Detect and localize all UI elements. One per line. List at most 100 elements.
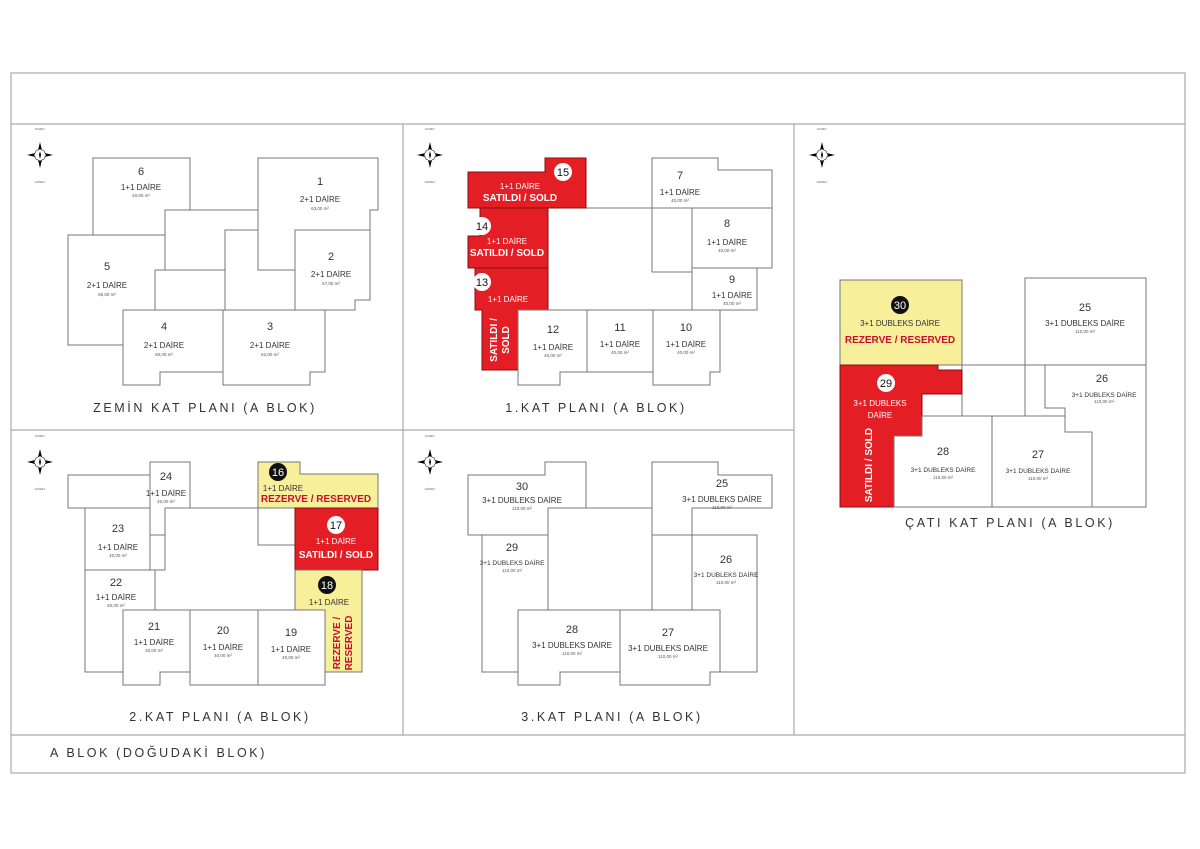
panel-2-kat: KUZEY GÜNEY 24 1+1 DAİRE 40,00 m² 16 1+1… bbox=[24, 434, 379, 724]
unit-number-badge bbox=[473, 273, 491, 291]
unit-area: 40,00 m² bbox=[145, 648, 163, 653]
unit-2[interactable]: 2 2+1 DAİRE 67,00 m² bbox=[294, 229, 371, 311]
unit-type: 1+1 DAİRE bbox=[600, 340, 640, 349]
unit-27[interactable]: 27 3+1 DUBLEKS DAİRE 110,00 m² bbox=[619, 609, 721, 686]
compass-south-label: GÜNEY bbox=[817, 180, 828, 184]
unit-number: 7 bbox=[677, 170, 683, 182]
compass-rose-icon bbox=[414, 446, 446, 478]
unit-17[interactable]: 17 1+1 DAİRE SATILDI / SOLD bbox=[294, 507, 379, 571]
unit-area: 110,00 m² bbox=[716, 580, 736, 585]
unit-number: 3 bbox=[267, 321, 273, 333]
unit-area: 40,00 m² bbox=[718, 248, 736, 253]
compass-south-label: GÜNEY bbox=[425, 180, 436, 184]
unit-number: 13 bbox=[476, 277, 488, 289]
unit-area: 40,00 m² bbox=[544, 353, 562, 358]
unit-number: 17 bbox=[330, 520, 342, 532]
unit-30[interactable]: 30 3+1 DUBLEKS DAİRE REZERVE / RESERVED bbox=[839, 279, 963, 366]
unit-15[interactable]: 15 1+1 DAİRE SATILDI / SOLD bbox=[467, 157, 587, 209]
unit-type: 3+1 DUBLEKS DAİRE bbox=[480, 558, 546, 567]
unit-number-badge bbox=[327, 516, 345, 534]
unit-3[interactable]: 3 2+1 DAİRE 62,00 m² bbox=[222, 309, 326, 386]
unit-12[interactable]: 12 1+1 DAİRE 40,00 m² bbox=[517, 309, 588, 386]
compass-north-label: KUZEY bbox=[35, 127, 45, 131]
unit-number-badge bbox=[318, 576, 336, 594]
unit-25[interactable]: 25 3+1 DUBLEKS DAİRE 110,00 m² bbox=[651, 461, 773, 536]
unit-number: 2 bbox=[328, 251, 334, 263]
unit-type: 1+1 DAİRE bbox=[500, 182, 540, 191]
status-label: SATILDI / bbox=[489, 318, 500, 362]
unit-type: 1+1 DAİRE bbox=[316, 537, 356, 546]
status-label: SOLD bbox=[501, 326, 512, 354]
unit-number-badge bbox=[269, 463, 287, 481]
unit-area: 40,00 m² bbox=[723, 301, 741, 306]
panel-title: 1.KAT PLANI (A BLOK) bbox=[505, 401, 686, 415]
unit-area: 40,00 m² bbox=[109, 553, 127, 558]
unit-number: 10 bbox=[680, 322, 692, 334]
unit-area: 110,00 m² bbox=[1075, 329, 1095, 334]
unit-28[interactable]: 28 3+1 DUBLEKS DAİRE 110,00 m² bbox=[517, 609, 621, 686]
unit-25[interactable]: 25 3+1 DUBLEKS DAİRE 110,00 m² bbox=[1024, 277, 1147, 366]
unit-14[interactable]: 14 1+1 DAİRE SATILDI / SOLD bbox=[467, 207, 549, 269]
unit-type: 1+1 DAİRE bbox=[666, 340, 706, 349]
unit-27[interactable]: 27 3+1 DUBLEKS DAİRE 110,00 m² bbox=[991, 415, 1093, 508]
unit-23[interactable]: 23 1+1 DAİRE 40,00 m² bbox=[84, 507, 151, 571]
compass-south-label: GÜNEY bbox=[425, 487, 436, 491]
unit-type: 3+1 DUBLEKS bbox=[853, 399, 906, 408]
unit-area: 110,00 m² bbox=[1094, 399, 1114, 404]
panel-zemin-kat: KUZEY GÜNEY 6 1+1 DAİRE 40,00 m² 1 2+1 D… bbox=[24, 127, 379, 415]
unit-30[interactable]: 30 3+1 DUBLEKS DAİRE 110,00 m² bbox=[467, 461, 587, 536]
unit-area: 63,00 m² bbox=[311, 206, 329, 211]
unit-18[interactable]: 18 1+1 DAİRE REZERVE / RESERVED bbox=[294, 569, 363, 673]
unit-area: 85,00 m² bbox=[98, 292, 116, 297]
unit-area: 110,00 m² bbox=[512, 506, 532, 511]
unit-type: DAİRE bbox=[868, 411, 892, 420]
unit-number: 20 bbox=[217, 625, 229, 637]
unit-number: 26 bbox=[1096, 373, 1108, 385]
unit-type: 1+1 DAİRE bbox=[263, 484, 303, 493]
unit-number: 30 bbox=[894, 300, 906, 312]
unit-type: 1+1 DAİRE bbox=[203, 643, 243, 652]
compass-north-label: KUZEY bbox=[817, 127, 827, 131]
unit-area: 40,00 m² bbox=[677, 350, 695, 355]
unit-type: 3+1 DUBLEKS DAİRE bbox=[694, 570, 760, 579]
unit-number: 1 bbox=[317, 176, 323, 188]
unit-type: 3+1 DUBLEKS DAİRE bbox=[1045, 319, 1125, 328]
unit-number: 11 bbox=[614, 322, 625, 334]
sheet-frame bbox=[10, 72, 1186, 774]
unit-number: 4 bbox=[161, 321, 167, 333]
unit-type: 3+1 DUBLEKS DAİRE bbox=[628, 644, 708, 653]
unit-number: 16 bbox=[272, 467, 284, 479]
unit-19[interactable]: 19 1+1 DAİRE 40,00 m² bbox=[257, 609, 326, 686]
unit-11[interactable]: 11 1+1 DAİRE 40,00 m² bbox=[586, 309, 654, 373]
unit-type: 3+1 DUBLEKS DAİRE bbox=[682, 495, 762, 504]
unit-number: 26 bbox=[720, 554, 732, 566]
unit-number-badge bbox=[554, 163, 572, 181]
status-label: SATILDI / SOLD bbox=[470, 248, 544, 259]
unit-20[interactable]: 20 1+1 DAİRE 40,00 m² bbox=[189, 609, 259, 686]
unit-16[interactable]: 16 1+1 DAİRE REZERVE / RESERVED bbox=[257, 461, 379, 509]
panel-3-kat: KUZEY GÜNEY 30 3+1 DUBLEKS DAİRE 110,00 … bbox=[414, 434, 773, 724]
unit-type: 1+1 DAİRE bbox=[309, 598, 349, 607]
unit-9[interactable]: 9 1+1 DAİRE 40,00 m² bbox=[691, 267, 758, 311]
unit-type: 3+1 DUBLEKS DAİRE bbox=[1006, 466, 1072, 475]
unit-type: 3+1 DUBLEKS DAİRE bbox=[1072, 390, 1138, 399]
unit-number: 25 bbox=[1079, 302, 1091, 314]
unit-8[interactable]: 8 1+1 DAİRE 40,00 m² bbox=[691, 207, 773, 269]
unit-28[interactable]: 28 3+1 DUBLEKS DAİRE 110,00 m² bbox=[893, 415, 993, 508]
unit-4[interactable]: 4 2+1 DAİRE 60,00 m² bbox=[122, 309, 224, 386]
unit-type: 1+1 DAİRE bbox=[134, 638, 174, 647]
unit-21[interactable]: 21 1+1 DAİRE 40,00 m² bbox=[122, 609, 191, 686]
status-label: RESERVED bbox=[344, 616, 355, 671]
unit-number: 15 bbox=[557, 167, 569, 179]
compass-south-label: GÜNEY bbox=[35, 487, 46, 491]
unit-area: 110,00 m² bbox=[502, 568, 522, 573]
unit-26[interactable]: 26 3+1 DUBLEKS DAİRE 110,00 m² bbox=[691, 534, 760, 673]
unit-type: 3+1 DUBLEKS DAİRE bbox=[860, 319, 940, 328]
unit-number: 28 bbox=[566, 624, 578, 636]
compass-north-label: KUZEY bbox=[425, 127, 435, 131]
unit-type: 1+1 DAİRE bbox=[533, 343, 573, 352]
unit-7[interactable]: 7 1+1 DAİRE 40,00 m² bbox=[651, 157, 773, 209]
unit-10[interactable]: 10 1+1 DAİRE 40,00 m² bbox=[652, 309, 721, 386]
unit-29[interactable]: 29 3+1 DUBLEKS DAİRE 110,00 m² bbox=[480, 534, 549, 673]
unit-type: 2+1 DAİRE bbox=[87, 281, 127, 290]
